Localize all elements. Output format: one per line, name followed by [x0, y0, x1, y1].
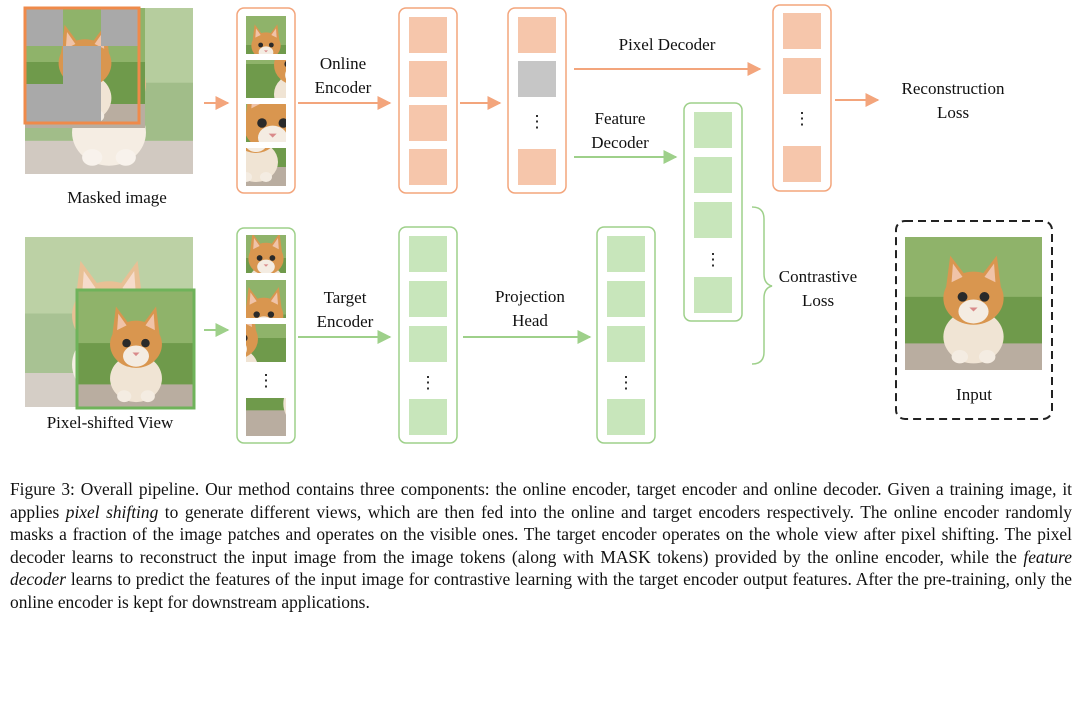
- tokens-with-mask: ⋮: [507, 7, 567, 194]
- target-patch-column: ⋮: [236, 227, 296, 444]
- caption-text-3: learns to predict the features of the in…: [10, 569, 1072, 612]
- caption-text-1: Figure 3: Overall pipeline. Our method c…: [10, 479, 1072, 522]
- masked-image-label: Masked image: [67, 188, 167, 207]
- online-encoder-tokens: [398, 7, 458, 194]
- pixel-decoder-output: ⋮: [772, 4, 832, 192]
- pixel-shifted-view-label: Pixel-shifted View: [47, 413, 174, 432]
- ellipsis: ⋮: [794, 109, 811, 128]
- ellipsis: ⋮: [258, 371, 275, 390]
- figure-caption: Figure 3: Overall pipeline. Our method c…: [10, 478, 1072, 613]
- ellipsis: ⋮: [529, 112, 546, 131]
- caption-text-2: to generate different views, which are t…: [10, 501, 1072, 567]
- projection-output-tokens: ⋮: [596, 226, 656, 444]
- input-label: Input: [956, 385, 992, 404]
- projection-head-label-2: Head: [512, 311, 548, 330]
- projection-head-label-1: Projection: [495, 287, 565, 306]
- pixel-decoder-label: Pixel Decoder: [619, 35, 716, 54]
- feature-decoder-label-1: Feature: [595, 109, 646, 128]
- ellipsis: ⋮: [705, 250, 722, 269]
- target-encoder-tokens: ⋮: [398, 226, 458, 444]
- reconstruction-loss-label-2: Loss: [937, 103, 969, 122]
- target-encoder-label-1: Target: [324, 288, 367, 307]
- online-encoder-label-1: Online: [320, 54, 366, 73]
- caption-emphasis-feature-decoder: feature decoder: [10, 546, 1072, 590]
- contrastive-loss-label-2: Loss: [802, 291, 834, 310]
- reconstruction-loss-label-1: Reconstruction: [902, 79, 1005, 98]
- online-patch-column: [236, 7, 296, 194]
- ellipsis: ⋮: [420, 373, 437, 392]
- pixel-shifted-view: [25, 237, 196, 410]
- contrastive-loss-label-1: Contrastive: [779, 267, 857, 286]
- target-encoder-label-2: Encoder: [317, 312, 374, 331]
- ellipsis: ⋮: [618, 373, 635, 392]
- online-encoder-label-2: Encoder: [315, 78, 372, 97]
- masked-crop: [23, 6, 145, 128]
- caption-emphasis-pixel-shifting: pixel shifting: [65, 501, 159, 522]
- feature-decoder-output: ⋮: [683, 102, 743, 322]
- pipeline-figure: Masked image Pixel-shifted View ⋮ Online…: [23, 4, 1053, 444]
- input-image-box: [895, 220, 1053, 420]
- contrastive-bracket: [751, 206, 773, 365]
- feature-decoder-label-2: Decoder: [591, 133, 649, 152]
- masked-image: [23, 6, 193, 175]
